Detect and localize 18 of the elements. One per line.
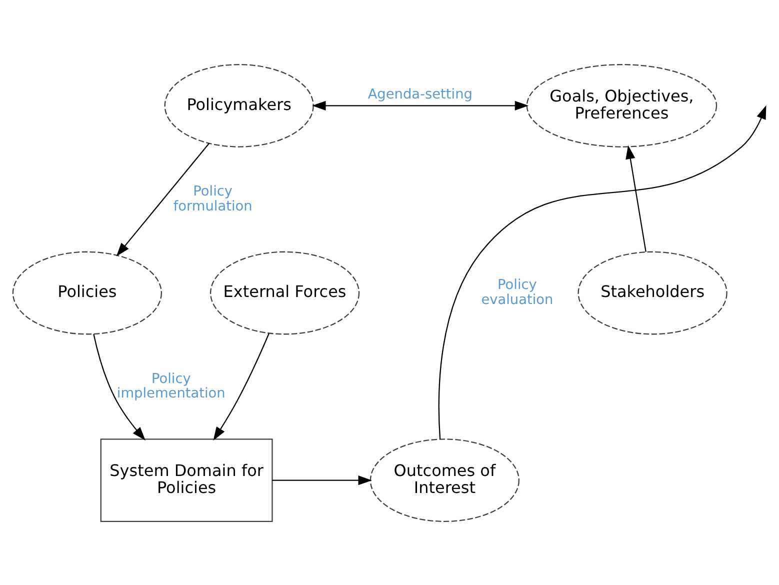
edge-label: Agenda-setting [368,86,472,102]
node-ellipse: Policymakers [164,64,314,147]
arrow [213,332,270,440]
node-box: System Domain for Policies [100,438,273,522]
arrow [93,333,146,440]
arrow [272,475,372,485]
arrow [626,144,646,252]
node-ellipse: Goals, Objectives, Preferences [526,64,718,147]
edge-label: Policy evaluation [481,276,554,308]
edge-label: Policy formulation [173,182,252,214]
node-ellipse: External Forces [210,250,360,334]
arrow [438,104,766,439]
node-ellipse: Outcomes of Interest [370,438,520,522]
node-ellipse: Stakeholders [578,250,728,334]
arrow [312,100,529,110]
arrow [116,142,210,256]
edge-label: Policy implementation [116,370,226,402]
node-ellipse: Policies [12,250,162,334]
